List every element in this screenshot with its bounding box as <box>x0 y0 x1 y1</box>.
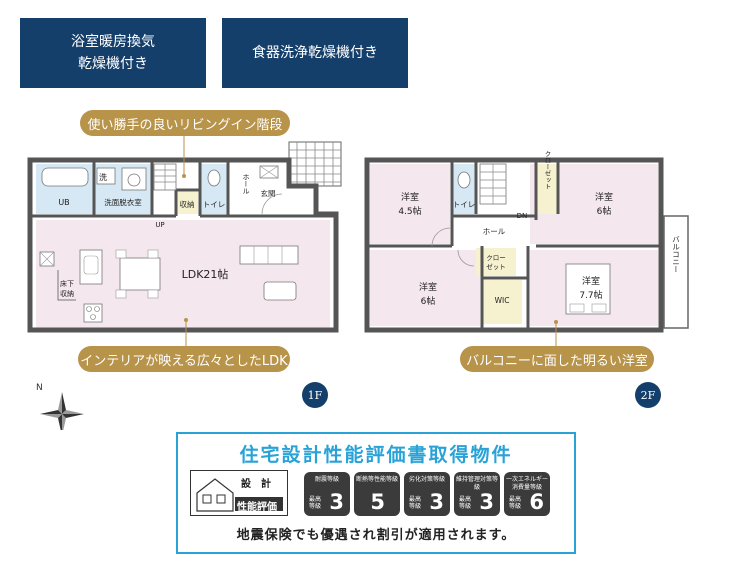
wash-mark: 洗 <box>99 172 107 182</box>
underfloor-label: 収納 <box>60 289 74 298</box>
grade-badge-insulation: 断熱等性能等級 5 <box>354 472 400 516</box>
room-label-entrance: 玄関 <box>261 188 276 198</box>
balcony-2f <box>663 215 689 329</box>
badge-name: 耐震等級 <box>314 476 339 483</box>
logo-text-top: 設 計 <box>241 479 271 490</box>
room-label-toilet: トイレ <box>203 200 226 209</box>
grade-badge-seismic: 耐震等級 最高等級 3 <box>304 472 350 516</box>
room-label-closet-small: クロー <box>486 254 506 262</box>
badge-name: 維持管理対策等級 <box>455 476 498 491</box>
room-label-storage: 収納 <box>180 199 195 209</box>
feature-line: 乾燥機付き <box>78 56 148 72</box>
floor-plan-1f: UB 洗 洗面脱衣室 収納 トイレ ホール 玄関 UP LDK21帖 床下 収納 <box>27 134 342 348</box>
grade-badge-deterioration: 劣化対策等級 最高等級 3 <box>404 472 450 516</box>
room-4-5 <box>370 164 450 244</box>
feature-line: 浴室暖房換気 <box>71 34 155 50</box>
badge-sub: 最高等級 <box>309 496 322 510</box>
house-icon <box>196 478 283 512</box>
badge-sub: 最高等級 <box>509 496 522 510</box>
room-label-closet: クローゼット <box>543 150 551 190</box>
room-label-closet-small: ゼット <box>486 262 506 271</box>
feature-line: 食器洗浄乾燥機付き <box>252 45 378 61</box>
entrance-deck-grid <box>288 141 342 187</box>
room-label-ldk: LDK21帖 <box>182 268 229 281</box>
room-label-wic: WIC <box>495 296 510 305</box>
room-6-lower <box>370 250 480 326</box>
room-label-a: 洋室 <box>401 191 419 203</box>
grade-badge-maintenance: 維持管理対策等級 最高等級 3 <box>454 472 500 516</box>
compass-north-label: N <box>36 383 43 393</box>
label-balcony-room: バルコニーに面した明るい洋室 <box>460 346 654 372</box>
compass-icon <box>40 392 84 430</box>
feature-bath-dryer: 浴室暖房換気 乾燥機付き <box>20 18 206 88</box>
room-label-toilet-2f: トイレ <box>453 200 476 209</box>
room-label-c: 洋室 <box>419 281 437 293</box>
label-ldk: インテリアが映える広々としたLDK <box>78 346 290 372</box>
room-label-balcony: バルコニー <box>671 235 680 273</box>
badge-value: 3 <box>329 490 344 514</box>
room-label-d: 洋室 <box>582 275 600 287</box>
grade-badge-energy: 一次エネルギー消費量等級 最高等級 6 <box>504 472 550 516</box>
stair-up-label: UP <box>155 221 164 229</box>
feature-dishwasher: 食器洗浄乾燥機付き <box>222 18 408 88</box>
outer-wall-1f <box>27 157 339 333</box>
wic-2f <box>482 280 522 324</box>
badge-value: 3 <box>429 490 444 514</box>
stairs-1f <box>153 163 177 191</box>
room-size-b: 6帖 <box>597 205 612 217</box>
badge-value: 6 <box>529 490 544 514</box>
badge-value: 5 <box>370 490 385 514</box>
badge-name: 断熱等性能等級 <box>355 476 398 483</box>
badge-name: 劣化対策等級 <box>408 476 445 483</box>
room-label-ub: UB <box>58 198 69 207</box>
closet-2f <box>536 164 558 214</box>
label-stairs: 使い勝手の良いリビングイン階段 <box>80 110 290 136</box>
logo-text-bottom: 性能評価 <box>237 502 277 513</box>
badge-name: 一次エネルギー消費量等級 <box>505 476 548 491</box>
evaluation-logo: 設 計 性能評価 <box>190 470 288 516</box>
floor-badge-1f: 1F <box>302 382 328 408</box>
evaluation-note: 地震保険でも優遇され割引が適用されます。 <box>236 528 516 543</box>
room-label-hall: ホール <box>242 174 250 195</box>
floor-badge-2f: 2F <box>635 382 661 408</box>
stairs-2f <box>479 163 507 205</box>
room-size-d: 7.7帖 <box>579 289 602 301</box>
room-size-c: 6帖 <box>421 295 436 307</box>
performance-evaluation-box: 住宅設計性能評価書取得物件 設 計 性能評価 耐震等級 最高等級 3 断熱等性能… <box>176 432 576 554</box>
hall-entrance <box>230 164 288 214</box>
floor-plan-2f: 洋室 4.5帖 トイレ クローゼット 洋室 6帖 DN ホール クロー ゼット … <box>364 150 689 348</box>
badge-sub: 最高等級 <box>409 496 422 510</box>
badge-value: 3 <box>479 490 494 514</box>
room-label-washroom: 洗面脱衣室 <box>104 197 142 207</box>
stair-dn-label: DN <box>517 212 528 220</box>
room-label-b: 洋室 <box>595 191 613 203</box>
evaluation-title: 住宅設計性能評価書取得物件 <box>239 444 513 466</box>
room-label-hall-2f: ホール <box>483 227 506 236</box>
room-size-a: 4.5帖 <box>398 205 421 217</box>
floor-plans: UB 洗 洗面脱衣室 収納 トイレ ホール 玄関 UP LDK21帖 床下 収納 <box>27 134 689 430</box>
badge-sub: 最高等級 <box>459 496 472 510</box>
underfloor-label: 床下 <box>60 279 74 288</box>
storage-1f <box>176 192 198 214</box>
